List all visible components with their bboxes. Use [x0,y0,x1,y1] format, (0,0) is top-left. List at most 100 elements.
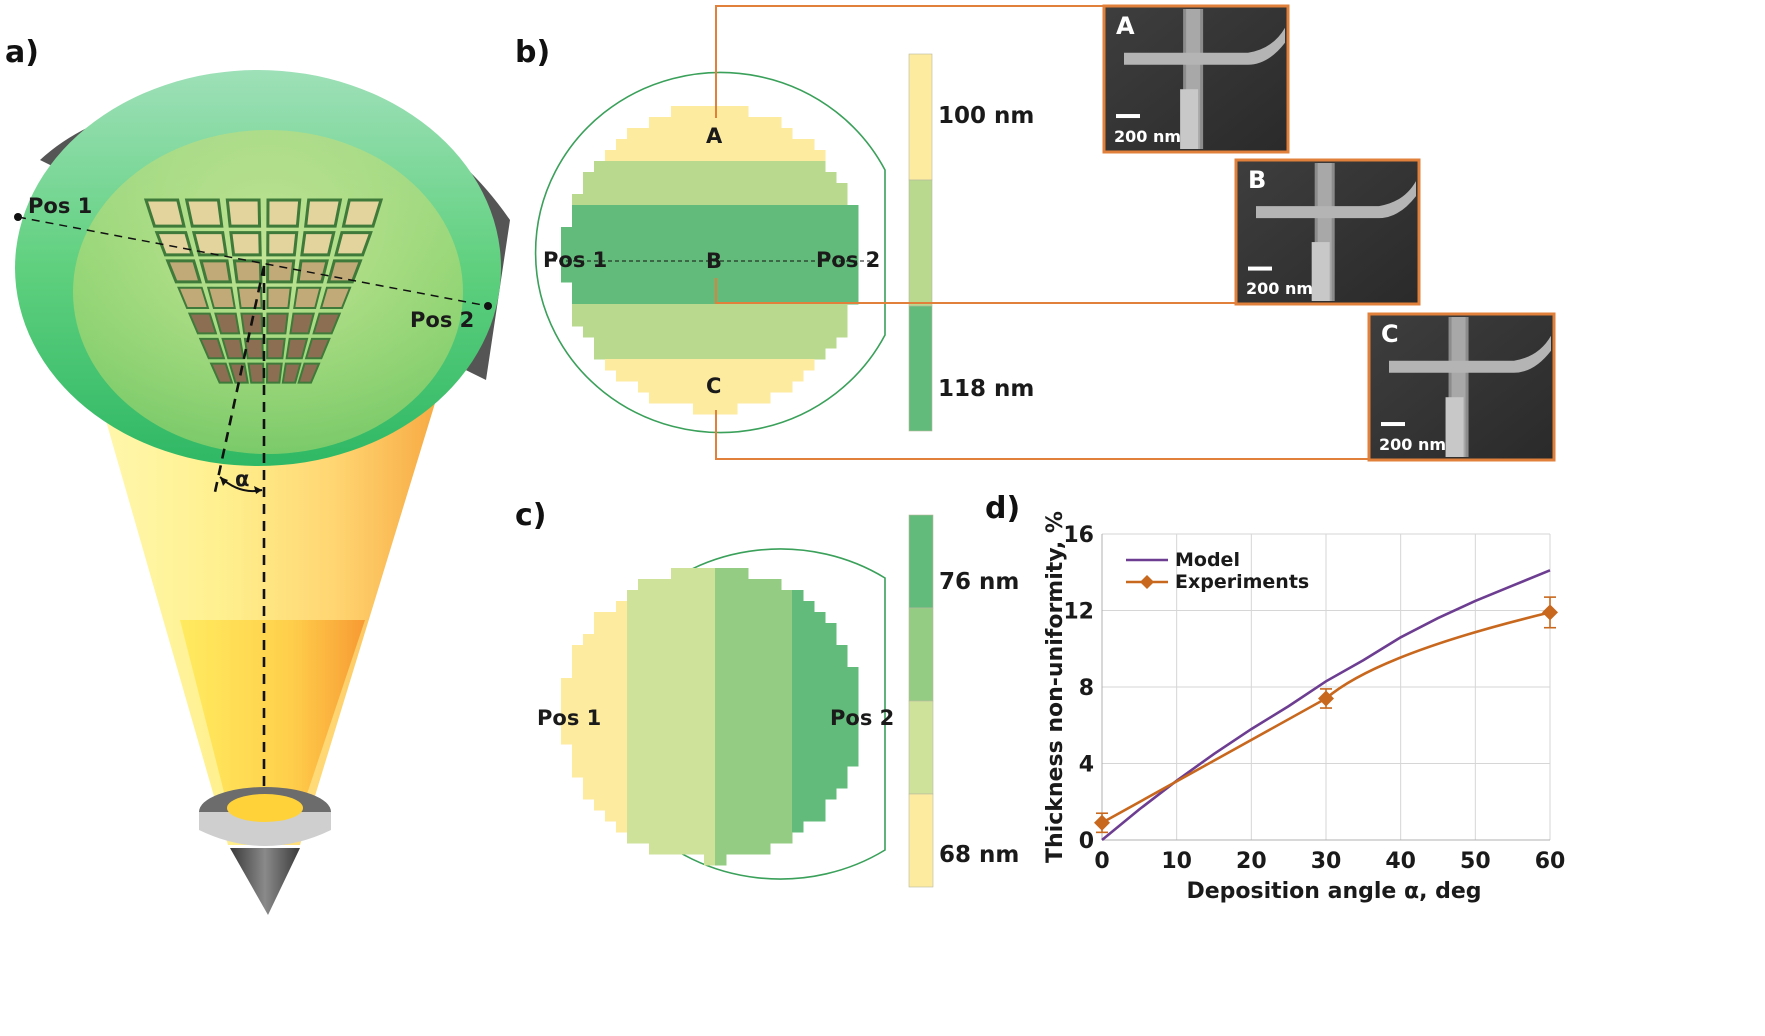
panel-a: a) Pos 1 Pos 2 α [5,35,510,915]
x-tick-label: 20 [1236,849,1267,874]
map-cell [627,821,716,833]
x-tick-label: 30 [1311,849,1342,874]
map-cell [572,194,848,206]
angle-arrow-right [254,486,262,494]
pad [229,231,262,257]
x-tick-label: 40 [1385,849,1416,874]
pad [266,312,289,335]
map-cell [627,832,716,844]
series-experiments-line [1101,611,1551,824]
inset-letter: A [1116,12,1135,40]
map-cell [583,777,628,789]
x-axis-title: Deposition angle α, deg [1186,879,1481,904]
map-cell [671,568,716,580]
sem-horizontal-line [1256,181,1416,219]
map-cell [792,678,859,690]
scale-label: 200 nm [1246,279,1313,298]
sem-horizontal-line [1124,27,1285,65]
wafer-outline-b [534,71,886,434]
map-cell [627,788,716,800]
map-cell [583,183,848,195]
pos2-label-c: Pos 2 [830,706,894,730]
map-cell [627,590,716,602]
map-cell [792,810,826,822]
connector-c [715,410,1369,460]
map-cell [715,601,793,613]
pos2-marker [484,302,492,310]
map-cell [627,623,716,635]
y-tick-label: 4 [1079,753,1094,778]
sem-horizontal-line [1389,335,1551,373]
pad [341,198,384,228]
pad [296,259,329,284]
map-cell [561,238,859,250]
pos2-label-b: Pos 2 [816,248,880,272]
scale-bar [1116,114,1140,119]
pad [300,231,336,257]
map-cell [715,755,793,767]
map-cell [792,722,859,734]
map-cell [715,634,793,646]
sem-lower-segment [1180,89,1199,149]
colorbar-c-lightgreen [908,700,934,795]
map-cell [627,678,716,690]
map-cell [715,568,749,580]
colorbar-b-lightgreen [908,179,933,307]
pad [281,362,302,384]
thickness-map-b [561,106,859,415]
colorbar-c-midgreen [908,607,934,702]
pad [225,198,262,228]
map-cell [583,172,837,184]
pad [266,231,299,257]
map-cell [572,667,628,679]
y-tick-label: 8 [1079,676,1094,701]
map-cell [792,755,859,767]
map-cell [792,788,837,800]
panel-c: c) Pos 1 Pos 2 76 nm 68 nm [515,498,1019,888]
map-cell [627,667,716,679]
pad [266,362,283,384]
thickness-map-c [561,568,859,866]
pad [187,312,218,335]
pad [206,286,236,309]
map-cell [561,700,628,712]
colorbar-b-bottom-label: 118 nm [938,376,1034,402]
map-cell [638,579,716,591]
colorbar-b-darkgreen [908,305,933,432]
map-cell [572,315,848,327]
map-cell [638,381,793,393]
pad [289,312,316,335]
pos1-label-c: Pos 1 [537,706,601,730]
map-cell [616,139,815,151]
pad-array [143,198,384,384]
map-cell [792,634,837,646]
x-tick-label: 50 [1460,849,1491,874]
pad [266,286,292,309]
map-cell [715,777,793,789]
pad [143,198,186,228]
map-cell [715,678,793,690]
y-tick-label: 0 [1079,829,1094,854]
map-cell [627,722,716,734]
x-tick-label: 60 [1535,849,1566,874]
map-cell [792,777,848,789]
map-cell [715,667,793,679]
map-cell [583,788,628,800]
map-cell [792,645,848,657]
map-cell [792,733,859,745]
map-cell [715,832,793,844]
map-cell [561,733,628,745]
map-cell [715,766,793,778]
map-cell [792,744,859,756]
map-cell [715,744,793,756]
map-cell [616,601,628,613]
experiment-point [1094,814,1110,831]
pad [304,198,343,228]
x-tick-label: 10 [1161,849,1192,874]
map-cell [792,656,848,668]
map-cell [627,656,716,668]
map-cell [594,799,628,811]
map-cell [715,799,793,811]
